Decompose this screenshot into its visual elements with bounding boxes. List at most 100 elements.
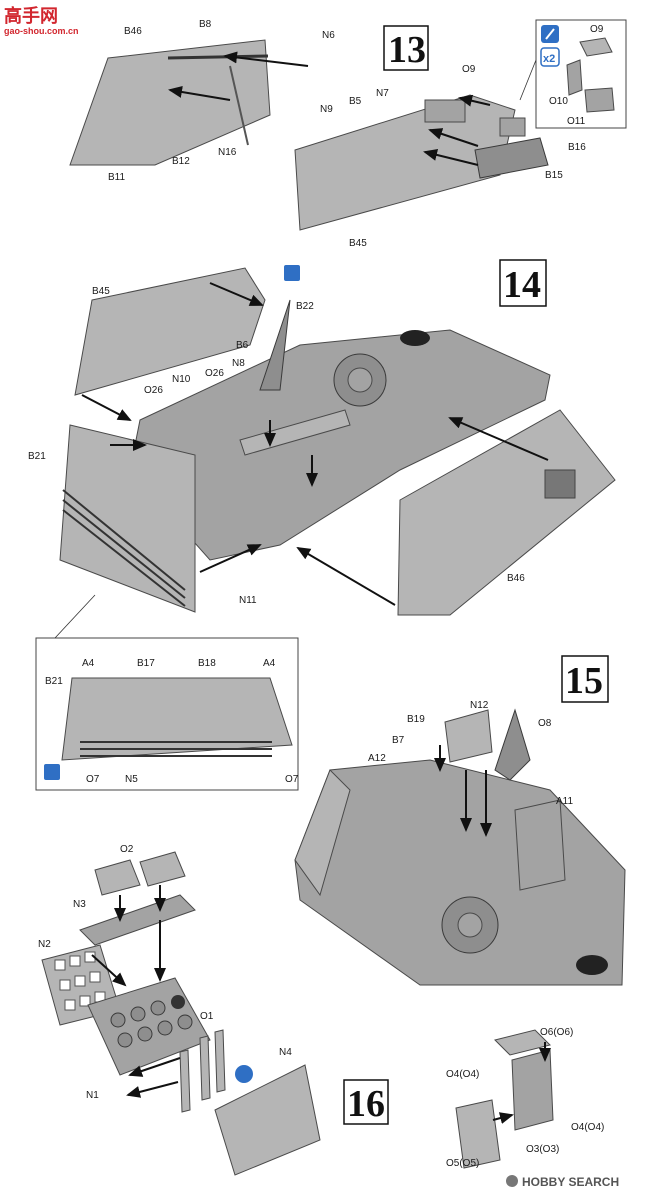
label-o7-left: O7 <box>86 774 100 785</box>
part-n16-rod <box>229 65 249 146</box>
step-14-box <box>499 259 547 307</box>
step-13-number: 13 <box>388 29 426 71</box>
label-n10: N10 <box>172 374 191 385</box>
part-o1-strip-a <box>179 1049 191 1113</box>
step-16-number: 16 <box>347 1083 385 1125</box>
label-b21-inset: B21 <box>45 676 63 687</box>
callout-leader <box>519 59 537 101</box>
part-b8-bar <box>167 54 269 60</box>
part-n4-plate <box>214 1064 321 1176</box>
arrow-b12 <box>168 86 231 101</box>
label-b18: B18 <box>198 658 216 669</box>
part-o10-detail <box>566 59 583 96</box>
arrow-b22 <box>209 282 264 306</box>
label-o4-left: O4(O4) <box>446 1069 479 1080</box>
cement-icon <box>284 265 300 281</box>
turret-base-inner <box>457 912 483 938</box>
label-o9: O9 <box>462 64 476 75</box>
part-b15-box <box>474 137 549 179</box>
label-o2: O2 <box>120 844 134 855</box>
arrow-o1-b <box>126 1081 179 1098</box>
label-a4-right: A4 <box>263 658 276 669</box>
label-n2: N2 <box>38 939 51 950</box>
step-14-number: 14 <box>503 264 541 306</box>
arrow-b46-bottom <box>296 546 396 606</box>
part-a12-wall <box>294 769 351 897</box>
label-b7: B7 <box>392 735 405 746</box>
label-n11: N11 <box>239 595 257 606</box>
label-b8: B8 <box>199 19 212 30</box>
part-o1-strip-c <box>214 1029 226 1093</box>
label-n7: N7 <box>376 88 389 99</box>
step-16-box <box>343 1079 389 1125</box>
label-o4-right: O4(O4) <box>571 1122 604 1133</box>
inset-cable-stripes <box>80 741 272 757</box>
option-icon <box>235 1065 253 1083</box>
glue-icon-inset <box>44 764 60 780</box>
label-b45-step13: B45 <box>349 238 367 249</box>
label-o8: O8 <box>538 718 552 729</box>
hobby-search-watermark: HOBBY SEARCH <box>506 1175 619 1189</box>
label-b11: B11 <box>108 172 125 183</box>
x2-label: x2 <box>543 53 555 65</box>
label-b16: B16 <box>568 142 586 153</box>
step-16: 16 <box>38 844 604 1176</box>
label-n8: N8 <box>232 358 245 369</box>
part-b6-post <box>259 299 291 391</box>
part-o5-panel <box>455 1099 501 1169</box>
step-15-box <box>561 655 609 703</box>
arrow-o9 <box>458 94 491 107</box>
label-o11: O11 <box>567 116 586 127</box>
part-b45-panel-14 <box>74 267 266 396</box>
part-b46-panel <box>69 39 271 166</box>
part-n3-tray <box>79 894 196 946</box>
label-b22: B22 <box>296 301 314 312</box>
label-b6: B6 <box>236 340 249 351</box>
engine-vent <box>544 469 576 499</box>
step-14: 14 B45 B22 B6 N8 O26 N10 <box>28 259 616 791</box>
watermark-logo: 高手网 gao-shou.com.cn <box>4 5 79 36</box>
step-13-box <box>383 25 429 71</box>
label-o10: O10 <box>549 96 568 107</box>
label-b21: B21 <box>28 451 46 462</box>
part-a11-rack <box>514 799 566 891</box>
label-o26-top: O26 <box>205 368 224 379</box>
arrow-o1-a <box>128 1057 181 1077</box>
step-15: 15 N12 B19 O8 B7 A12 A11 <box>294 655 626 986</box>
part-o8-frame <box>494 708 531 781</box>
label-n6: N6 <box>322 30 335 41</box>
part-o1-strip-b <box>199 1035 211 1101</box>
arrow-b15 <box>423 149 479 166</box>
label-b17: B17 <box>137 658 155 669</box>
label-b12: B12 <box>172 156 190 167</box>
label-n12: N12 <box>470 700 489 711</box>
arrow-n11 <box>199 544 262 573</box>
watermark-site-text: gao-shou.com.cn <box>4 26 79 36</box>
label-o26-left: O26 <box>144 385 163 396</box>
watermark-logo-text: 高手网 <box>4 5 58 26</box>
label-b5: B5 <box>349 96 362 107</box>
part-n12-box <box>444 709 493 763</box>
step-15-number: 15 <box>565 660 603 702</box>
label-o1: O1 <box>200 1011 214 1022</box>
ammo-rounds <box>110 995 193 1048</box>
inset-leader <box>54 594 96 639</box>
part-o9-small <box>499 117 526 137</box>
hobby-search-icon <box>506 1175 518 1187</box>
part-o2-block-b <box>139 851 186 887</box>
arrow-n2 <box>91 954 127 987</box>
part-b21-inset-plate <box>61 677 293 761</box>
arrow-o5 <box>492 1112 514 1124</box>
step-13: 13 B46 B8 N6 B11 B12 N16 N9 B5 N7 O9 B16… <box>69 19 627 249</box>
label-b46-14: B46 <box>507 573 525 584</box>
label-n3: N3 <box>73 899 86 910</box>
tow-cable-stripes <box>62 489 186 607</box>
label-a11: A11 <box>556 796 573 807</box>
label-o6: O6(O6) <box>540 1027 573 1038</box>
label-o5: O5(O5) <box>446 1158 479 1169</box>
part-o11-detail <box>584 87 615 113</box>
hobby-search-text: HOBBY SEARCH <box>522 1175 619 1189</box>
part-o6-lid <box>494 1029 551 1056</box>
label-a4-left: A4 <box>82 658 95 669</box>
